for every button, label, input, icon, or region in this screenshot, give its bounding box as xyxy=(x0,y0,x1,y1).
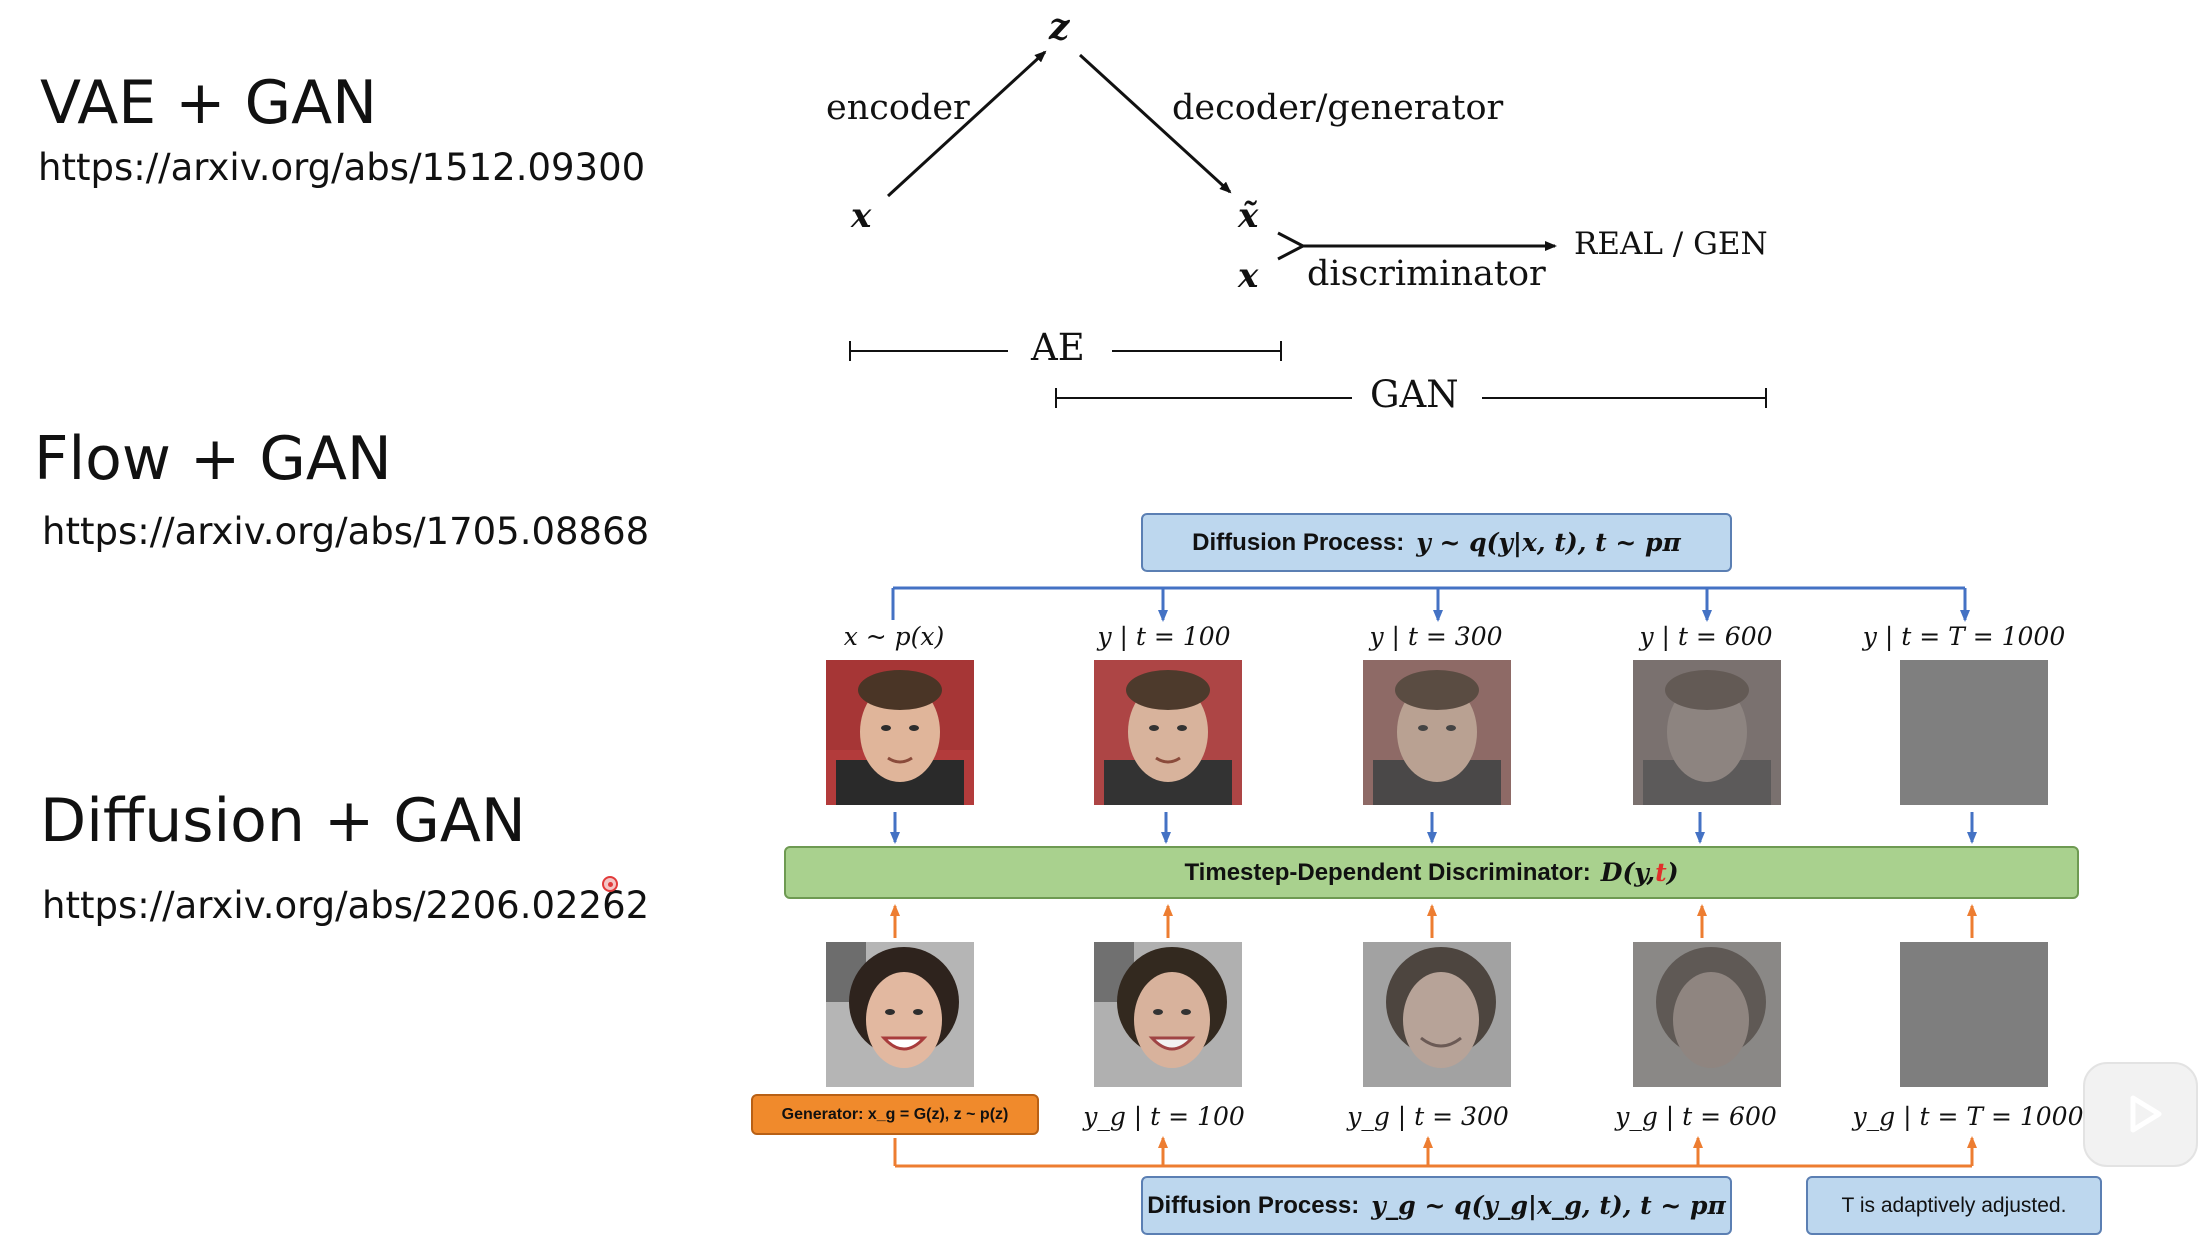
top-label-4: y | t = T = 1000 xyxy=(1862,622,2066,651)
vae-gan-url[interactable]: https://arxiv.org/abs/1512.09300 xyxy=(38,146,646,189)
note-text: T is adaptively adjusted. xyxy=(1841,1193,2067,1217)
generator-label: Generator: x_g = G(z), z ~ p(z) xyxy=(781,1105,1009,1123)
man-face-icon xyxy=(1094,660,1242,805)
encoder-arrow xyxy=(886,50,1047,198)
fake-image-t300 xyxy=(1363,942,1511,1087)
bottom-label-3: y_g | t = 600 xyxy=(1615,1102,1777,1131)
woman-face-icon xyxy=(826,942,974,1087)
woman-face-icon xyxy=(1633,942,1781,1087)
man-face-icon xyxy=(1633,660,1781,805)
woman-face-icon xyxy=(1363,942,1511,1087)
top-label-0: x ~ p(x) xyxy=(843,622,945,651)
diffusion-process-top-box: Diffusion Process: y ~ q(y|x, t), t ~ pπ xyxy=(1141,513,1732,572)
disc-formula-t: t xyxy=(1655,858,1667,887)
timestep-discriminator-box: Timestep-Dependent Discriminator: D(y, t… xyxy=(784,846,2079,899)
play-icon xyxy=(2130,1095,2162,1133)
discriminator-label: discriminator xyxy=(1307,254,1546,294)
diffusion-bottom-prefix: Diffusion Process: xyxy=(1147,1191,1360,1219)
bottom-label-2: y_g | t = 300 xyxy=(1347,1102,1509,1131)
man-face-icon xyxy=(826,660,974,805)
diffusion-bottom-formula: y_g ~ q(y_g|x_g, t), t ~ pπ xyxy=(1371,1191,1726,1220)
diffusion-process-bottom-box: Diffusion Process: y_g ~ q(y_g|x_g, t), … xyxy=(1141,1176,1732,1235)
ae-label: AE xyxy=(1031,326,1085,369)
real-gen-label: REAL / GEN xyxy=(1574,226,1768,262)
disc-prefix: Timestep-Dependent Discriminator: xyxy=(1184,858,1591,886)
cursor-dot xyxy=(608,882,613,887)
top-label-1: y | t = 100 xyxy=(1097,622,1231,651)
vae-gan-diagram xyxy=(849,50,1767,408)
disc-formula-a: D(y, xyxy=(1600,858,1656,887)
disc-formula-b: ) xyxy=(1666,858,1679,887)
flow-gan-url[interactable]: https://arxiv.org/abs/1705.08868 xyxy=(42,510,650,553)
real-image-t100 xyxy=(1094,660,1242,805)
man-face-icon xyxy=(1363,660,1511,805)
real-image-t300 xyxy=(1363,660,1511,805)
woman-face-icon xyxy=(1094,942,1242,1087)
adaptive-t-note: T is adaptively adjusted. xyxy=(1806,1176,2102,1235)
top-label-2: y | t = 300 xyxy=(1369,622,1503,651)
diffusion-top-formula: y ~ q(y|x, t), t ~ pπ xyxy=(1416,528,1681,557)
encoder-label: encoder xyxy=(826,88,970,128)
x-right-label: x xyxy=(1238,256,1259,296)
z-label: z xyxy=(1049,6,1070,48)
fake-image-t1000 xyxy=(1900,942,2048,1087)
x-tilde-label: x̃ xyxy=(1238,196,1259,236)
diffusion-top-prefix: Diffusion Process: xyxy=(1192,528,1405,556)
merge-bracket xyxy=(1277,231,1307,261)
decoder-arrow xyxy=(1078,53,1232,194)
diffusion-gan-title: Diffusion + GAN xyxy=(40,786,526,856)
fake-image-t100 xyxy=(1094,942,1242,1087)
decoder-label: decoder/generator xyxy=(1172,88,1504,128)
play-button[interactable] xyxy=(2083,1062,2198,1167)
vae-gan-title: VAE + GAN xyxy=(40,68,378,138)
gan-label: GAN xyxy=(1370,373,1459,416)
real-image-t600 xyxy=(1633,660,1781,805)
cursor-indicator xyxy=(602,876,618,892)
x-left-label: x xyxy=(851,196,872,236)
real-image-t1000 xyxy=(1900,660,2048,805)
top-label-3: y | t = 600 xyxy=(1639,622,1773,651)
generator-box: Generator: x_g = G(z), z ~ p(z) xyxy=(751,1094,1039,1135)
fake-image-t0 xyxy=(826,942,974,1087)
flow-gan-title: Flow + GAN xyxy=(34,424,392,494)
diffusion-gan-connectors xyxy=(890,586,1977,1168)
real-image-t0 xyxy=(826,660,974,805)
bottom-label-1: y_g | t = 100 xyxy=(1083,1102,1245,1131)
fake-image-t600 xyxy=(1633,942,1781,1087)
bottom-label-4: y_g | t = T = 1000 xyxy=(1852,1102,2084,1131)
diffusion-gan-url[interactable]: https://arxiv.org/abs/2206.02262 xyxy=(42,884,650,927)
